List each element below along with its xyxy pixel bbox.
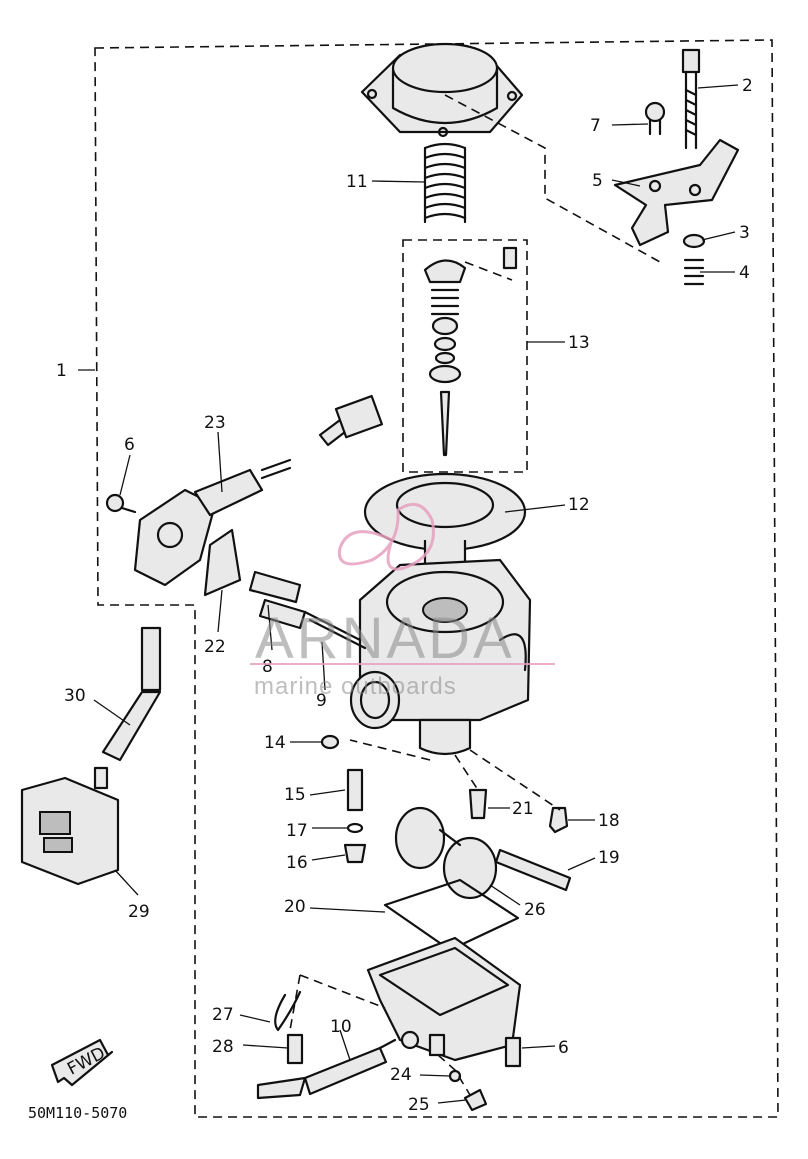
callout-20: 20 — [284, 897, 306, 917]
callout-25: 25 — [408, 1095, 430, 1115]
float-chamber — [366, 936, 522, 1062]
gasket-22 — [203, 528, 242, 597]
throttle-stop-screw — [681, 48, 701, 150]
pilot-jet-21 — [468, 788, 488, 820]
o-ring-17 — [346, 822, 364, 834]
float-pin-19 — [494, 848, 572, 892]
screw-25 — [463, 1088, 488, 1112]
pilot-screw-set — [248, 570, 367, 650]
callout-24: 24 — [390, 1065, 412, 1085]
callout-28: 28 — [212, 1037, 234, 1057]
callout-17: 17 — [286, 821, 308, 841]
float-chamber-gasket-20 — [383, 878, 520, 952]
diaphragm — [363, 472, 527, 593]
callout-9: 9 — [316, 691, 327, 711]
screw-6-upper — [105, 493, 137, 514]
callout-14: 14 — [264, 733, 286, 753]
piston-spring — [423, 142, 467, 224]
guide-line — [464, 261, 513, 281]
washer-3 — [682, 233, 706, 249]
starter-plunger — [133, 394, 384, 587]
callout-labels: 2 7 5 3 4 11 13 12 1 6 23 22 8 9 30 29 1… — [56, 76, 753, 1115]
needle-assembly — [423, 246, 518, 457]
watermark-tagline: marine outboards — [254, 673, 457, 700]
callout-19: 19 — [598, 848, 620, 868]
callout-6-lower: 6 — [558, 1038, 569, 1058]
drain-hose-10 — [256, 1038, 397, 1100]
screw-6-lower — [504, 1036, 522, 1068]
watermark-logo: ARNADA marine outboards — [250, 502, 555, 700]
callout-11: 11 — [346, 172, 368, 192]
callout-21: 21 — [512, 799, 534, 819]
needle-jet-15 — [346, 768, 364, 812]
callout-6-upper: 6 — [124, 435, 135, 455]
callout-4: 4 — [739, 263, 750, 283]
needle-subassembly-boundary — [402, 239, 528, 473]
callout-23: 23 — [204, 413, 226, 433]
spring-4 — [683, 258, 705, 286]
callout-15: 15 — [284, 785, 306, 805]
top-cover — [360, 42, 524, 138]
fwd-arrow-icon: FWD — [50, 1038, 114, 1087]
small-screw-7 — [644, 101, 666, 136]
callout-16: 16 — [286, 853, 308, 873]
carburetor-body — [349, 558, 532, 756]
float-valve-18 — [548, 806, 569, 834]
watermark-swirl-icon — [337, 502, 435, 571]
main-jet-16 — [343, 843, 367, 864]
assembly-boundary — [94, 39, 779, 1118]
guide-line — [444, 94, 661, 263]
o-ring-24 — [448, 1069, 462, 1083]
callout-5: 5 — [592, 171, 603, 191]
callout-1: 1 — [56, 361, 67, 381]
watermark-brand: ARNADA — [255, 606, 515, 671]
callout-13: 13 — [568, 333, 590, 353]
callout-2: 2 — [742, 76, 753, 96]
filter-box-29 — [20, 766, 120, 886]
throttle-lever — [613, 138, 740, 247]
guide-line — [349, 739, 561, 811]
clip-27 — [274, 990, 302, 1032]
callout-10: 10 — [330, 1017, 352, 1037]
drawing-code: 50M110-5070 — [28, 1104, 127, 1122]
leader-lines — [78, 84, 739, 1104]
callout-29: 29 — [128, 902, 150, 922]
float-26 — [394, 806, 498, 900]
callout-7: 7 — [590, 116, 601, 136]
guide-line — [289, 974, 471, 1096]
callout-22: 22 — [204, 637, 226, 657]
callout-18: 18 — [598, 811, 620, 831]
callout-30: 30 — [64, 686, 86, 706]
plug-14 — [320, 734, 340, 750]
vent-hose-30 — [101, 626, 162, 762]
callout-3: 3 — [739, 223, 750, 243]
callout-12: 12 — [568, 495, 590, 515]
callout-27: 27 — [212, 1005, 234, 1025]
drain-screw-28 — [286, 1033, 304, 1065]
callout-8: 8 — [262, 657, 273, 677]
callout-26: 26 — [524, 900, 546, 920]
